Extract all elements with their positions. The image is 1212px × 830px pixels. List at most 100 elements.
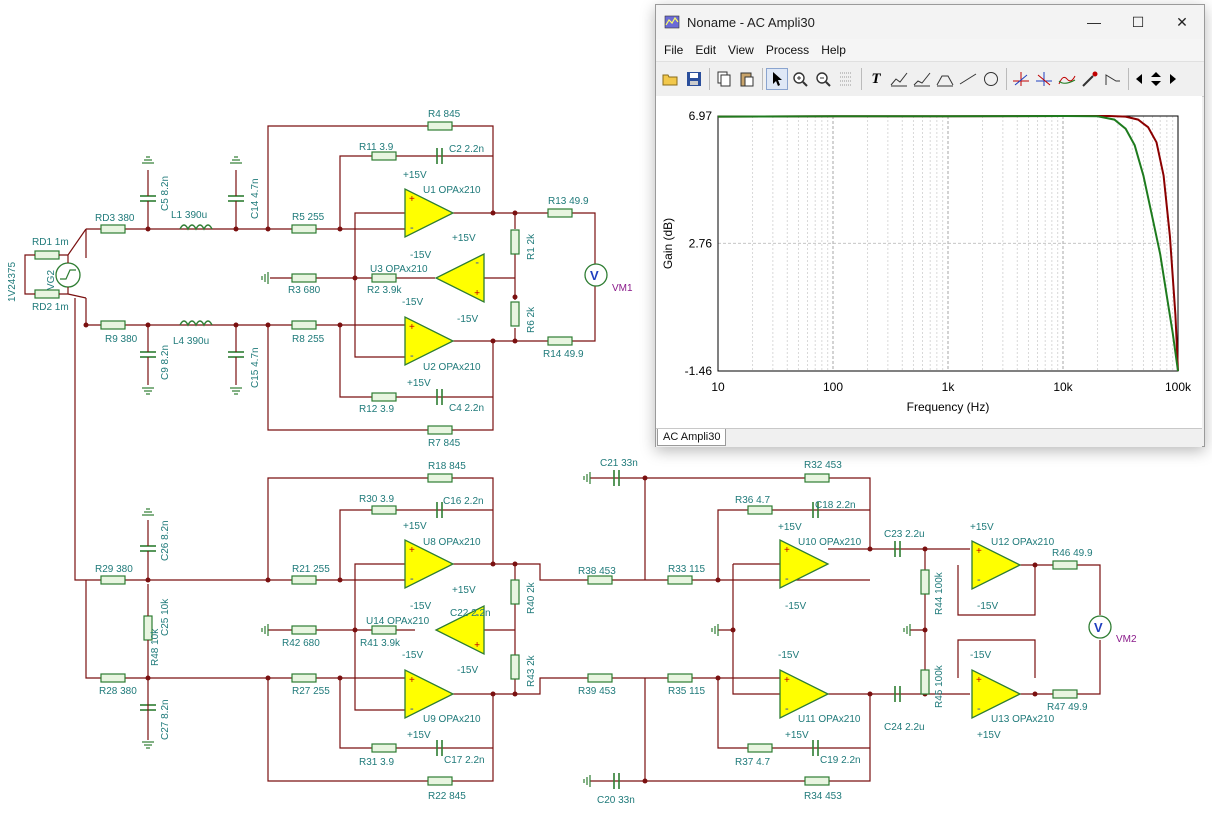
svg-text:R42 680: R42 680: [282, 638, 320, 649]
close-icon: ✕: [1176, 13, 1188, 30]
text-icon[interactable]: T: [871, 70, 881, 87]
svg-text:+15V: +15V: [778, 522, 802, 533]
svg-text:R21 255: R21 255: [292, 564, 330, 575]
inductors[interactable]: [179, 224, 213, 327]
svg-text:R48 10k: R48 10k: [150, 628, 161, 666]
minimize-button[interactable]: —: [1072, 5, 1116, 39]
svg-text:C16 2.2n: C16 2.2n: [443, 496, 484, 507]
svg-text:-15V: -15V: [977, 601, 998, 612]
menu-view[interactable]: View: [728, 43, 754, 57]
svg-text:U1 OPAx210: U1 OPAx210: [423, 185, 481, 196]
maximize-button[interactable]: ☐: [1116, 5, 1160, 39]
svg-text:+15V: +15V: [970, 522, 994, 533]
svg-text:-15V: -15V: [410, 250, 431, 261]
probe-icon[interactable]: [1079, 68, 1101, 90]
menu-help[interactable]: Help: [821, 43, 846, 57]
line-icon[interactable]: [957, 68, 979, 90]
svg-text:C22 2.2n: C22 2.2n: [450, 608, 491, 619]
svg-text:-15V: -15V: [402, 650, 423, 661]
tab-bar: AC Ampli30: [656, 428, 1202, 447]
svg-text:R14 49.9: R14 49.9: [543, 349, 584, 360]
open-icon[interactable]: [660, 68, 682, 90]
menu-process[interactable]: Process: [765, 43, 810, 57]
svg-text:R3 680: R3 680: [288, 285, 321, 296]
svg-text:L4 390u: L4 390u: [173, 336, 209, 347]
title-bar[interactable]: Noname - AC Ampli30 — ☐ ✕: [656, 5, 1204, 39]
tab-ac-ampli30[interactable]: AC Ampli30: [657, 429, 727, 446]
svg-text:U2 OPAx210: U2 OPAx210: [423, 362, 481, 373]
x-tick-label: 100: [823, 380, 843, 394]
curve-icon[interactable]: [1056, 68, 1078, 90]
svg-text:C2 2.2n: C2 2.2n: [449, 144, 484, 155]
svg-text:R5 255: R5 255: [292, 212, 325, 223]
svg-text:R27 255: R27 255: [292, 686, 330, 697]
svg-text:U11 OPAx210: U11 OPAx210: [798, 714, 861, 725]
zoom-out-icon[interactable]: [812, 68, 834, 90]
menu-file[interactable]: File: [664, 43, 684, 57]
marker-icon[interactable]: [934, 68, 956, 90]
svg-text:+15V: +15V: [977, 730, 1001, 741]
step-icon[interactable]: [1102, 68, 1124, 90]
pointer-icon[interactable]: [766, 68, 788, 90]
svg-text:C18 2.2n: C18 2.2n: [815, 500, 856, 511]
svg-text:C24 2.2u: C24 2.2u: [884, 722, 925, 733]
menu-edit[interactable]: Edit: [695, 43, 717, 57]
y-tick-label: 2.76: [689, 236, 713, 250]
svg-text:R41 3.9k: R41 3.9k: [360, 638, 401, 649]
save-icon[interactable]: [683, 68, 705, 90]
svg-text:R32 453: R32 453: [804, 460, 842, 471]
svg-text:U8 OPAx210: U8 OPAx210: [423, 537, 481, 548]
sources[interactable]: V V: [24, 228, 1112, 639]
svg-text:C9 8.2n: C9 8.2n: [160, 345, 171, 380]
close-button[interactable]: ✕: [1160, 5, 1204, 39]
svg-text:U14 OPAx210: U14 OPAx210: [366, 616, 430, 627]
svg-text:VM2: VM2: [1116, 634, 1137, 645]
wires: [74, 125, 1101, 782]
svg-text:C21 33n: C21 33n: [600, 458, 638, 469]
y-axis-label: Gain (dB): [661, 218, 675, 269]
cursor-x-a-icon[interactable]: [1010, 68, 1032, 90]
svg-text:VM1: VM1: [612, 283, 633, 294]
zoom-in-icon[interactable]: [789, 68, 811, 90]
svg-text:R12 3.9: R12 3.9: [359, 404, 394, 415]
cursor-b-icon[interactable]: [911, 68, 933, 90]
svg-text:R28 380: R28 380: [99, 686, 137, 697]
svg-text:RD2 1m: RD2 1m: [32, 302, 69, 313]
ac-analysis-window: Noname - AC Ampli30 — ☐ ✕ File Edit View…: [655, 4, 1205, 447]
cursor-a-icon[interactable]: [888, 68, 910, 90]
svg-text:U9 OPAx210: U9 OPAx210: [423, 714, 481, 725]
window-title: Noname - AC Ampli30: [687, 14, 815, 30]
y-tick-label: -1.46: [685, 364, 713, 378]
copy-icon[interactable]: [713, 68, 735, 90]
svg-text:R1 2k: R1 2k: [526, 233, 537, 260]
y-tick-label: 6.97: [689, 109, 713, 123]
svg-text:R46 49.9: R46 49.9: [1052, 548, 1093, 559]
toolbar: T: [656, 61, 1204, 97]
circle-icon[interactable]: [980, 68, 1002, 90]
svg-text:C23 2.2u: C23 2.2u: [884, 529, 925, 540]
x-tick-label: 100k: [1165, 380, 1192, 394]
svg-text:R29 380: R29 380: [95, 564, 133, 575]
paste-icon[interactable]: [736, 68, 758, 90]
svg-text:R33 115: R33 115: [668, 564, 706, 575]
svg-text:RD1 1m: RD1 1m: [32, 237, 69, 248]
svg-text:C27 8.2n: C27 8.2n: [160, 699, 171, 740]
grid-icon[interactable]: [835, 68, 857, 90]
minimize-icon: —: [1087, 14, 1101, 30]
svg-text:R38 453: R38 453: [578, 566, 616, 577]
svg-text:R6 2k: R6 2k: [526, 306, 537, 333]
series-line-2: [717, 114, 1179, 372]
resistors[interactable]: [34, 121, 1078, 786]
svg-text:-15V: -15V: [778, 650, 799, 661]
arrow-updown-icon[interactable]: [1147, 68, 1165, 90]
svg-text:+15V: +15V: [403, 170, 427, 181]
capacitors[interactable]: [140, 148, 901, 789]
svg-text:-15V: -15V: [785, 601, 806, 612]
menu-bar: File Edit View Process Help: [656, 39, 1204, 61]
arrow-right-icon[interactable]: [1166, 68, 1180, 90]
cursor-x-b-icon[interactable]: [1033, 68, 1055, 90]
arrow-left-icon[interactable]: [1132, 68, 1146, 90]
